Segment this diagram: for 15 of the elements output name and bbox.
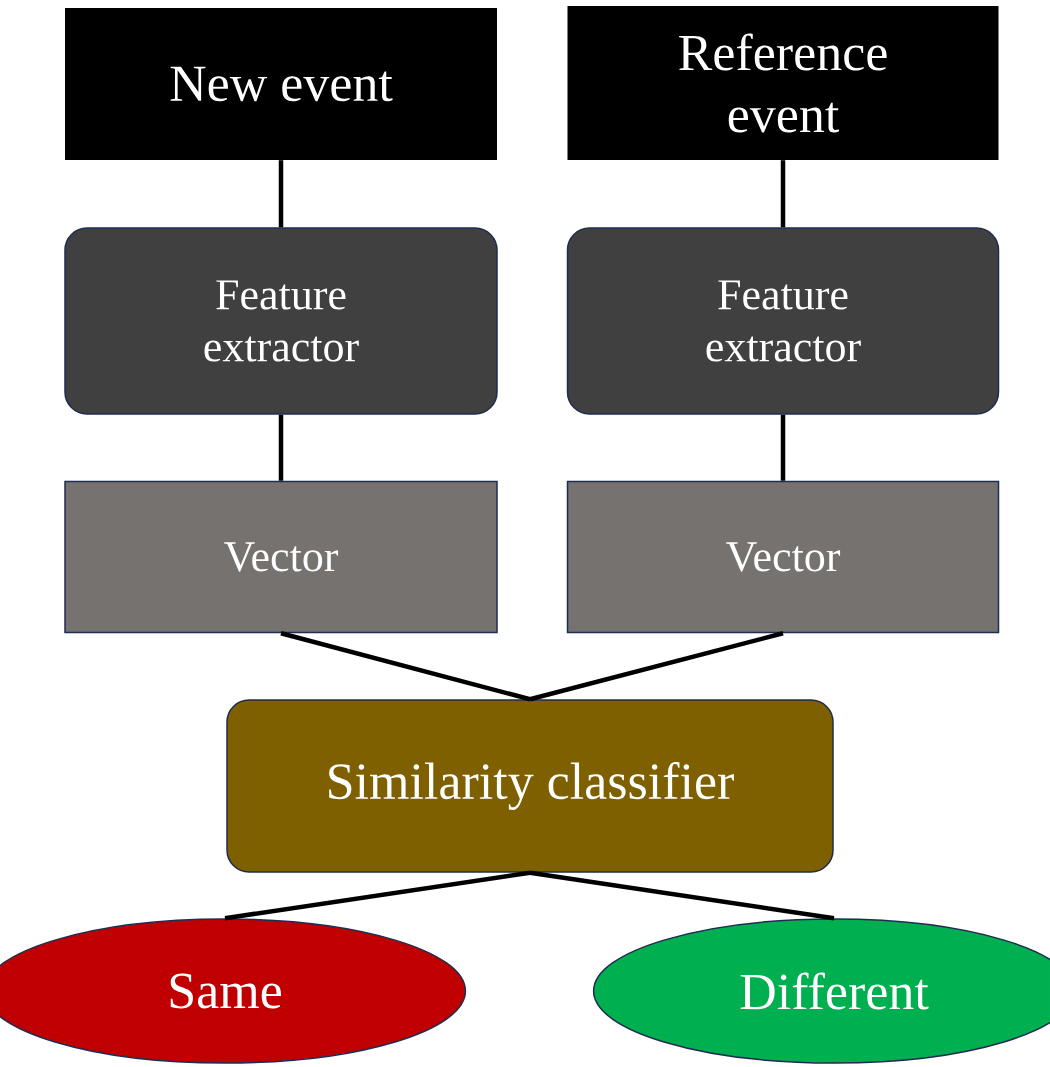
event-box: Reference event xyxy=(567,6,999,160)
connector-line xyxy=(529,631,784,702)
vector-box: Vector xyxy=(566,480,1000,634)
connector-line xyxy=(278,414,284,481)
connector-line xyxy=(278,160,284,228)
process-box: Feature extractor xyxy=(64,227,498,415)
connector-line xyxy=(529,870,835,921)
connector-line xyxy=(780,414,786,481)
connector-line xyxy=(280,631,531,702)
vector-box: Vector xyxy=(64,480,498,634)
connector-line xyxy=(224,870,531,921)
connector-line xyxy=(780,160,786,228)
classifier-box: Similarity classifier xyxy=(226,699,834,873)
event-box: New event xyxy=(65,8,497,160)
process-box: Feature extractor xyxy=(566,227,1000,415)
